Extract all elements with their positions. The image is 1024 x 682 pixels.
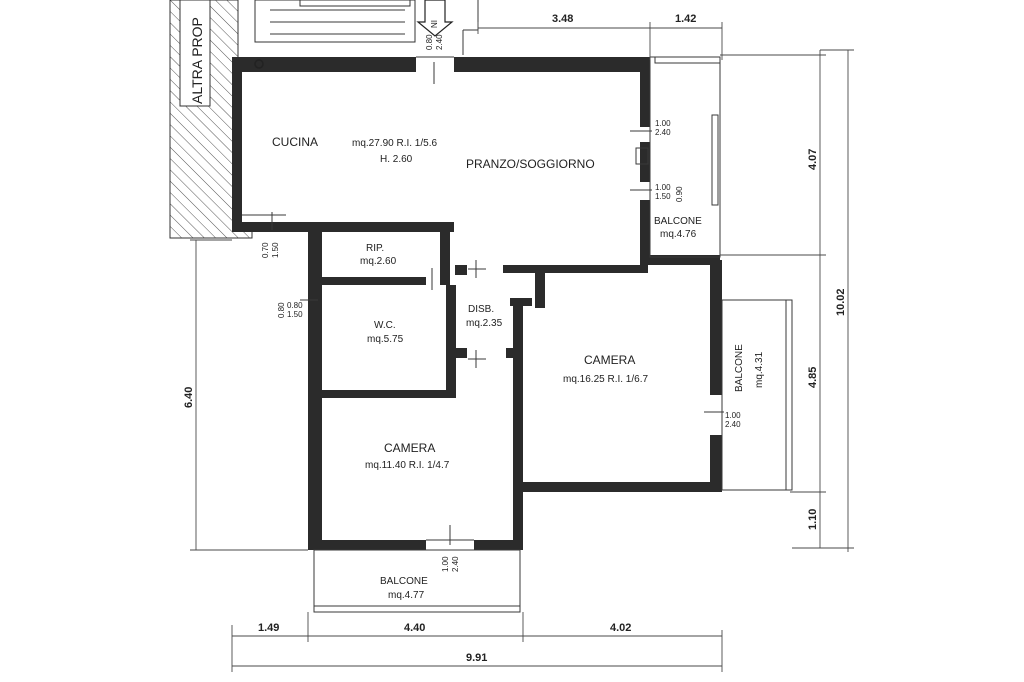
camera-east-area: mq.16.25 R.I. 1/6.7 bbox=[563, 374, 648, 385]
kitchen-window-a-1: 1.00 bbox=[655, 119, 671, 128]
dim-bottom-a: 1.49 bbox=[258, 622, 279, 634]
dimension-labels: 3.48 1.42 4.07 10.02 4.85 1.10 6.40 1.49… bbox=[183, 13, 847, 664]
pranzo-name: PRANZO/SOGGIORNO bbox=[466, 157, 595, 171]
camera-east-door-2: 2.40 bbox=[725, 420, 741, 429]
camera-south-area: mq.11.40 R.I. 1/4.7 bbox=[365, 460, 450, 471]
neighbor-label: ALTRA PROP bbox=[189, 17, 205, 104]
dimension-lines bbox=[190, 22, 854, 672]
opening-labels: 0.80 2.40 1.00 2.40 1.00 1.50 0.90 0.70 … bbox=[261, 34, 741, 572]
cucina-height: H. 2.60 bbox=[380, 154, 413, 165]
balcone-east-top-name: BALCONE bbox=[654, 216, 702, 227]
rip-window-1: 0.70 bbox=[261, 242, 270, 258]
camera-south-name: CAMERA bbox=[384, 441, 435, 455]
entry-top-label-1: 0.80 bbox=[425, 34, 434, 50]
kitchen-window-b-1: 1.00 bbox=[655, 183, 671, 192]
wc-window-2: 0.80 bbox=[287, 301, 303, 310]
camera-east-name: CAMERA bbox=[584, 353, 635, 367]
dim-bottom-total: 9.91 bbox=[466, 652, 487, 664]
dim-right-a: 4.07 bbox=[807, 149, 819, 170]
balcone-east-side-name: BALCONE bbox=[734, 344, 745, 392]
balcone-east-top-area: mq.4.76 bbox=[660, 229, 697, 240]
dim-right-c: 1.10 bbox=[807, 509, 819, 530]
dim-right-b: 4.85 bbox=[807, 367, 819, 388]
balcone-south-name: BALCONE bbox=[380, 576, 428, 587]
dim-bottom-c: 4.02 bbox=[610, 622, 631, 634]
entrance-label: IN bbox=[429, 20, 438, 28]
disb-name: DISB. bbox=[468, 304, 494, 315]
entrance-arrow-icon bbox=[416, 0, 454, 37]
camera-south-door-1: 1.00 bbox=[441, 556, 450, 572]
rip-window-2: 1.50 bbox=[271, 242, 280, 258]
cucina-area: mq.27.90 R.I. 1/5.6 bbox=[352, 138, 437, 149]
wc-window-1: 0.80 bbox=[277, 302, 286, 318]
dim-bottom-b: 4.40 bbox=[404, 622, 425, 634]
camera-east-door-1: 1.00 bbox=[725, 411, 741, 420]
kitchen-window-a-2: 2.40 bbox=[655, 128, 671, 137]
marker-icon bbox=[254, 59, 264, 69]
wc-area: mq.5.75 bbox=[367, 334, 404, 345]
dim-top-a: 3.48 bbox=[552, 13, 573, 25]
balcone-south-area: mq.4.77 bbox=[388, 590, 425, 601]
camera-south-door-2: 2.40 bbox=[451, 556, 460, 572]
rip-area: mq.2.60 bbox=[360, 256, 397, 267]
room-labels: CUCINA mq.27.90 R.I. 1/5.6 H. 2.60 PRANZ… bbox=[272, 135, 765, 601]
rip-name: RIP. bbox=[366, 243, 384, 254]
dim-top-b: 1.42 bbox=[675, 13, 696, 25]
walls bbox=[232, 57, 722, 550]
cucina-name: CUCINA bbox=[272, 135, 318, 149]
dim-right-total: 10.02 bbox=[835, 288, 847, 316]
entry-top-label-2: 2.40 bbox=[435, 34, 444, 50]
balcone-east-side-area: mq.4.31 bbox=[754, 351, 765, 388]
kitchen-window-b-3: 0.90 bbox=[675, 186, 684, 202]
dim-left: 6.40 bbox=[183, 387, 195, 408]
stair-entrance: IN bbox=[254, 0, 479, 55]
wc-name: W.C. bbox=[374, 320, 396, 331]
disb-area: mq.2.35 bbox=[466, 318, 503, 329]
windows-and-balconies bbox=[242, 56, 793, 613]
neighbor-property: ALTRA PROP bbox=[169, 0, 253, 239]
kitchen-window-b-2: 1.50 bbox=[655, 192, 671, 201]
wc-window-3: 1.50 bbox=[287, 310, 303, 319]
